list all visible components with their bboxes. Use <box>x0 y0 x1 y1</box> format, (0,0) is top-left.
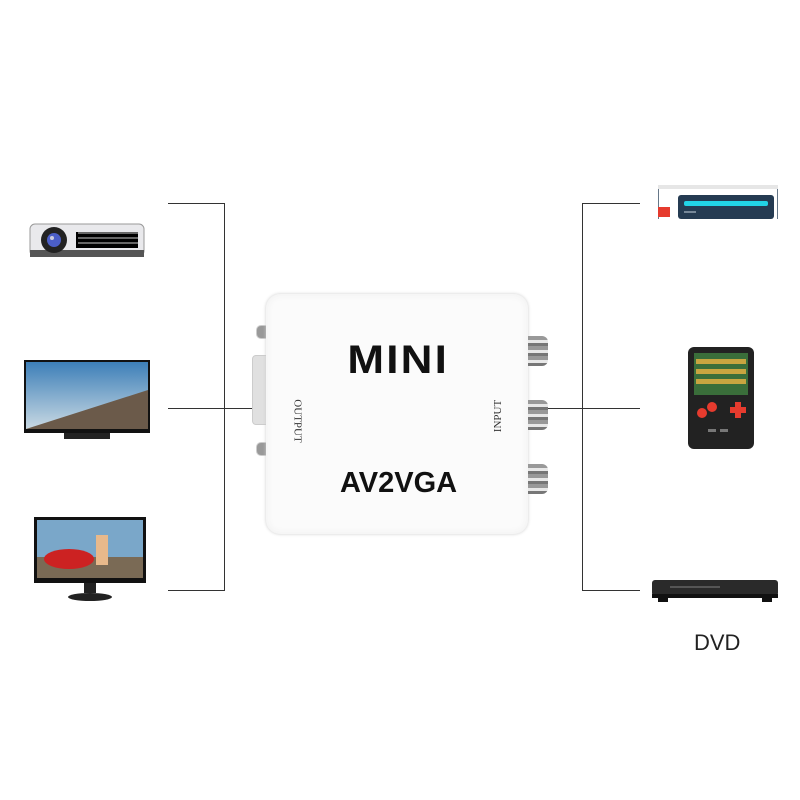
av2vga-converter <box>266 294 528 534</box>
tv-icon <box>24 360 150 439</box>
vga-port <box>252 355 267 425</box>
projector-icon <box>29 223 145 257</box>
brand-text: MINI <box>347 338 450 382</box>
connector-line <box>582 203 583 591</box>
connector-line <box>168 203 225 204</box>
dvd-label: DVD <box>694 630 741 655</box>
rca-port <box>528 336 548 366</box>
connector-line <box>168 590 225 591</box>
connector-line <box>582 203 640 204</box>
set-top-box-icon <box>658 185 778 219</box>
dvd-player-icon <box>652 580 778 602</box>
game-console-icon <box>688 347 754 449</box>
monitor-icon <box>34 517 146 601</box>
rca-port <box>528 464 548 494</box>
connector-line <box>224 203 225 591</box>
connector-line <box>168 408 265 409</box>
model-text: AV2VGA <box>340 467 458 499</box>
connector-line <box>582 590 640 591</box>
rca-port <box>528 400 548 430</box>
input-label: INPUT <box>492 399 505 433</box>
output-label: OUTPUT <box>291 399 304 443</box>
connector-line <box>530 408 640 409</box>
